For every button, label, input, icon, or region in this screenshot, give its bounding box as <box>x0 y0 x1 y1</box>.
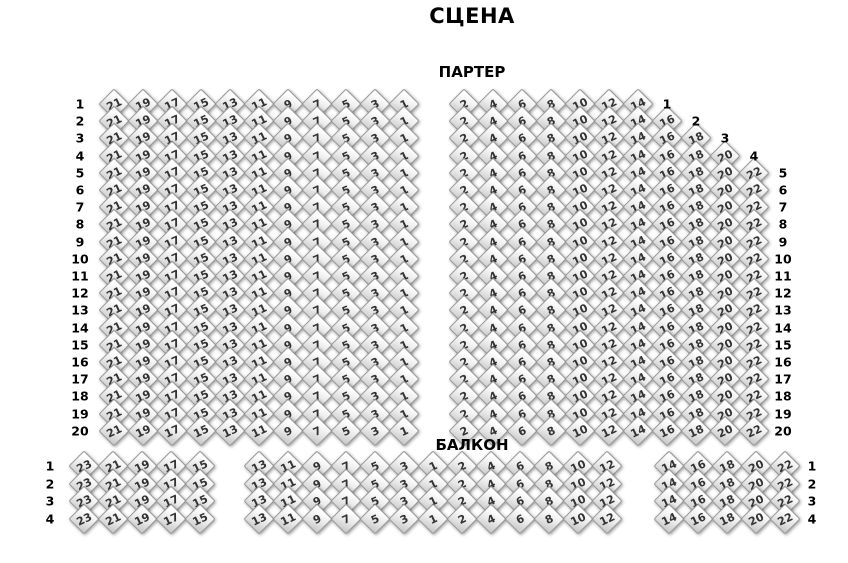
row-number-parterre-right-7: 7 <box>778 199 788 215</box>
section-label-parterre: ПАРТЕР <box>438 63 506 81</box>
seat-balcony-center-row4-num6[interactable]: 6 <box>505 504 535 534</box>
seat-balcony-center-row4-num9[interactable]: 9 <box>302 504 332 534</box>
seat-parterre-right-row20-num16[interactable]: 16 <box>652 416 682 446</box>
seat-parterre-left-row20-num7[interactable]: 7 <box>302 416 332 446</box>
row-number-parterre-right-16: 16 <box>774 354 792 370</box>
row-number-parterre-left-2: 2 <box>75 113 85 129</box>
section-label-balcony: БАЛКОН <box>435 436 509 454</box>
seat-balcony-center-row4-num4[interactable]: 4 <box>476 504 506 534</box>
row-number-parterre-left-19: 19 <box>71 406 89 422</box>
seat-parterre-left-row20-num21[interactable]: 21 <box>99 416 129 446</box>
row-number-parterre-left-13: 13 <box>71 302 89 318</box>
row-number-parterre-right-19: 19 <box>774 406 792 422</box>
seat-parterre-left-row20-num13[interactable]: 13 <box>215 416 245 446</box>
seat-balcony-left-row4-num19[interactable]: 19 <box>127 504 157 534</box>
row-number-parterre-left-12: 12 <box>71 285 89 301</box>
seat-parterre-left-row20-num19[interactable]: 19 <box>128 416 158 446</box>
row-number-parterre-left-1: 1 <box>75 96 85 112</box>
row-number-parterre-right-14: 14 <box>774 320 792 336</box>
seat-balcony-center-row4-num1[interactable]: 1 <box>418 504 448 534</box>
row-number-parterre-right-11: 11 <box>774 268 792 284</box>
seat-number: 22 <box>744 421 764 440</box>
row-number-parterre-left-3: 3 <box>75 130 85 146</box>
seat-balcony-left-row4-num15[interactable]: 15 <box>185 504 215 534</box>
row-number-parterre-left-7: 7 <box>75 199 85 215</box>
row-number-parterre-right-13: 13 <box>774 302 792 318</box>
row-number-balcony-left-2: 2 <box>45 476 55 492</box>
seat-number: 15 <box>190 509 210 528</box>
seat-number: 1 <box>397 423 411 439</box>
seat-parterre-left-row20-num3[interactable]: 3 <box>360 416 390 446</box>
seat-parterre-right-row20-num12[interactable]: 12 <box>594 416 624 446</box>
seat-parterre-right-row20-num6[interactable]: 6 <box>507 416 537 446</box>
row-number-parterre-right-20: 20 <box>774 423 792 439</box>
row-number-parterre-left-18: 18 <box>71 388 89 404</box>
row-number-parterre-right-9: 9 <box>778 234 788 250</box>
seat-balcony-center-row4-num10[interactable]: 10 <box>563 504 593 534</box>
row-number-parterre-right-2: 2 <box>691 113 701 129</box>
row-number-parterre-right-8: 8 <box>778 216 788 232</box>
row-number-balcony-right-3: 3 <box>807 493 817 509</box>
seat-balcony-center-row4-num12[interactable]: 12 <box>592 504 622 534</box>
row-number-parterre-right-4: 4 <box>749 148 759 164</box>
row-number-parterre-left-20: 20 <box>71 423 89 439</box>
row-number-balcony-right-2: 2 <box>807 476 817 492</box>
seat-balcony-center-row4-num7[interactable]: 7 <box>331 504 361 534</box>
seat-balcony-left-row4-num23[interactable]: 23 <box>69 504 99 534</box>
seat-balcony-right-row4-num22[interactable]: 22 <box>770 504 800 534</box>
seat-balcony-right-row4-num18[interactable]: 18 <box>712 504 742 534</box>
seat-number: 22 <box>775 509 795 528</box>
row-number-parterre-left-17: 17 <box>71 371 89 387</box>
row-number-parterre-left-11: 11 <box>71 268 89 284</box>
row-number-parterre-right-17: 17 <box>774 371 792 387</box>
row-number-parterre-left-8: 8 <box>75 216 85 232</box>
row-number-parterre-left-6: 6 <box>75 182 85 198</box>
stage-label: СЦЕНА <box>429 4 515 28</box>
row-number-balcony-left-4: 4 <box>45 511 55 527</box>
row-number-balcony-right-1: 1 <box>807 458 817 474</box>
row-number-parterre-right-3: 3 <box>720 130 730 146</box>
row-number-parterre-right-10: 10 <box>774 251 792 267</box>
row-number-parterre-left-4: 4 <box>75 148 85 164</box>
row-number-parterre-right-18: 18 <box>774 388 792 404</box>
row-number-parterre-right-1: 1 <box>662 96 672 112</box>
row-number-parterre-left-16: 16 <box>71 354 89 370</box>
seat-parterre-left-row20-num17[interactable]: 17 <box>157 416 187 446</box>
seat-parterre-left-row20-num15[interactable]: 15 <box>186 416 216 446</box>
seat-balcony-right-row4-num20[interactable]: 20 <box>741 504 771 534</box>
seat-balcony-right-row4-num14[interactable]: 14 <box>654 504 684 534</box>
seat-parterre-right-row20-num22[interactable]: 22 <box>739 416 769 446</box>
seat-balcony-left-row4-num21[interactable]: 21 <box>98 504 128 534</box>
row-number-balcony-left-3: 3 <box>45 493 55 509</box>
row-number-parterre-left-9: 9 <box>75 234 85 250</box>
seat-balcony-left-row4-num17[interactable]: 17 <box>156 504 186 534</box>
seat-parterre-right-row20-num18[interactable]: 18 <box>681 416 711 446</box>
row-number-parterre-left-14: 14 <box>71 320 89 336</box>
row-number-parterre-right-15: 15 <box>774 337 792 353</box>
row-number-parterre-left-15: 15 <box>71 337 89 353</box>
row-number-parterre-right-12: 12 <box>774 285 792 301</box>
row-number-balcony-right-4: 4 <box>807 511 817 527</box>
seat-balcony-center-row4-num5[interactable]: 5 <box>360 504 390 534</box>
seat-parterre-left-row20-num5[interactable]: 5 <box>331 416 361 446</box>
row-number-parterre-right-6: 6 <box>778 182 788 198</box>
seat-balcony-center-row4-num11[interactable]: 11 <box>273 504 303 534</box>
row-number-parterre-left-10: 10 <box>71 251 89 267</box>
seat-parterre-left-row20-num9[interactable]: 9 <box>273 416 303 446</box>
row-number-parterre-right-5: 5 <box>778 165 788 181</box>
seat-parterre-right-row20-num10[interactable]: 10 <box>565 416 595 446</box>
seat-balcony-center-row4-num8[interactable]: 8 <box>534 504 564 534</box>
seat-parterre-right-row20-num8[interactable]: 8 <box>536 416 566 446</box>
seat-parterre-right-row20-num14[interactable]: 14 <box>623 416 653 446</box>
seat-parterre-left-row20-num1[interactable]: 1 <box>389 416 419 446</box>
seat-balcony-center-row4-num2[interactable]: 2 <box>447 504 477 534</box>
row-number-balcony-left-1: 1 <box>45 458 55 474</box>
row-number-parterre-left-5: 5 <box>75 165 85 181</box>
seat-balcony-right-row4-num16[interactable]: 16 <box>683 504 713 534</box>
seat-number: 12 <box>597 509 617 528</box>
seat-parterre-left-row20-num11[interactable]: 11 <box>244 416 274 446</box>
seat-balcony-center-row4-num13[interactable]: 13 <box>244 504 274 534</box>
seat-parterre-right-row20-num20[interactable]: 20 <box>710 416 740 446</box>
seat-balcony-center-row4-num3[interactable]: 3 <box>389 504 419 534</box>
